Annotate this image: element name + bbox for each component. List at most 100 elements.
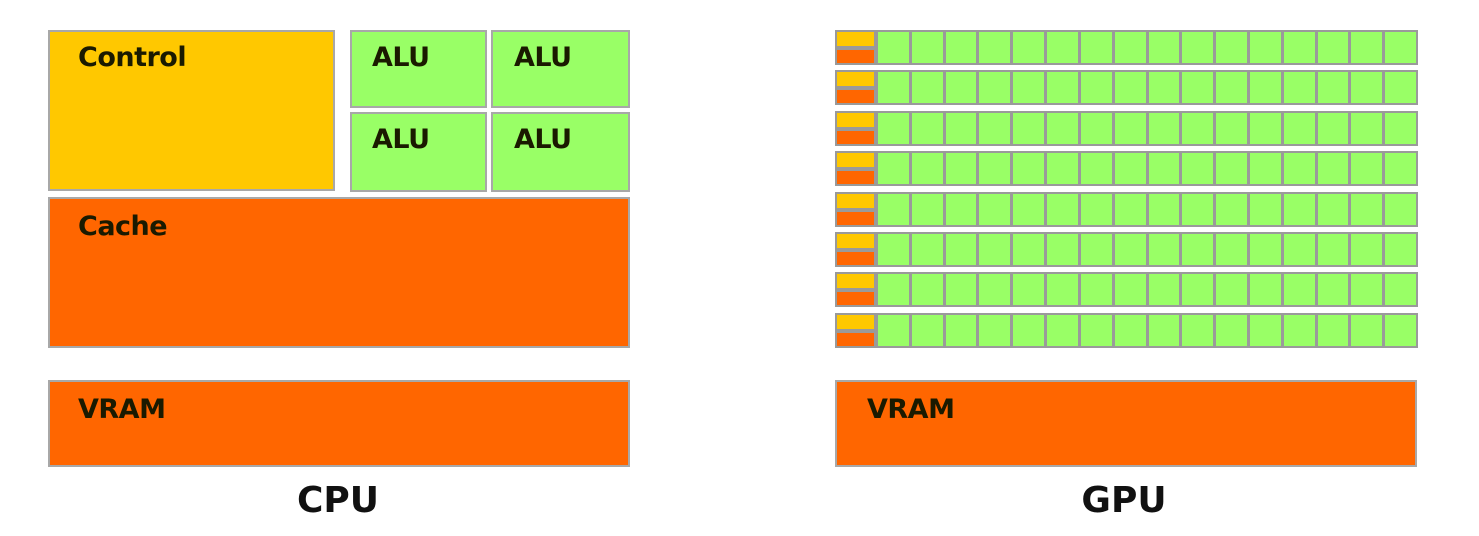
gpu-alu-cell <box>1315 30 1351 65</box>
cpu-cache-block: Cache <box>48 197 630 348</box>
gpu-alu-cell <box>1011 313 1047 348</box>
gpu-alu-cell <box>1146 272 1182 307</box>
gpu-alu-cell <box>943 70 979 105</box>
gpu-caption: GPU <box>1081 480 1167 521</box>
gpu-cache-block <box>835 249 876 267</box>
control-label: Control <box>78 42 187 73</box>
gpu-alu-cell <box>1349 70 1385 105</box>
gpu-alu-cell <box>1078 313 1114 348</box>
gpu-alu-cell <box>977 30 1013 65</box>
gpu-alu-cell <box>1315 272 1351 307</box>
gpu-alu-cell <box>1281 151 1317 186</box>
gpu-alu-cell <box>1315 151 1351 186</box>
gpu-alu-cell <box>909 70 945 105</box>
gpu-alu-cell <box>909 192 945 227</box>
gpu-alu-cell <box>1349 313 1385 348</box>
gpu-cache-block <box>835 87 876 105</box>
gpu-alu-cell <box>1011 30 1047 65</box>
gpu-alu-cell <box>1349 30 1385 65</box>
gpu-vram-block: VRAM <box>835 380 1417 467</box>
gpu-alu-cell <box>943 232 979 267</box>
gpu-alu-cell <box>1214 30 1249 65</box>
gpu-control-block <box>835 272 876 290</box>
gpu-alu-cell <box>876 70 911 105</box>
gpu-alu-cell <box>1214 272 1249 307</box>
gpu-alu-cell <box>1383 232 1418 267</box>
gpu-control-block <box>835 192 876 210</box>
gpu-control-block <box>835 151 876 169</box>
cpu-control-block: Control <box>48 30 335 191</box>
gpu-alu-cell <box>1045 111 1080 146</box>
gpu-alu-cell <box>1146 70 1182 105</box>
gpu-alu-cell <box>909 151 945 186</box>
gpu-alu-cell <box>1214 192 1249 227</box>
alu-label: ALU <box>514 42 572 73</box>
gpu-alu-cell <box>1281 70 1317 105</box>
gpu-alu-cell <box>977 313 1013 348</box>
gpu-alu-cell <box>1146 232 1182 267</box>
vram-label: VRAM <box>78 394 166 425</box>
gpu-alu-cell <box>876 232 911 267</box>
gpu-alu-cell <box>1180 111 1216 146</box>
gpu-alu-cell <box>943 313 979 348</box>
gpu-alu-cell <box>1112 313 1148 348</box>
gpu-alu-cell <box>1045 313 1080 348</box>
gpu-alu-cell <box>1112 272 1148 307</box>
gpu-control-block <box>835 70 876 88</box>
alu-label: ALU <box>372 124 430 155</box>
gpu-control-block <box>835 111 876 129</box>
gpu-alu-cell <box>1180 192 1216 227</box>
gpu-alu-cell <box>1247 272 1283 307</box>
gpu-alu-cell <box>1281 232 1317 267</box>
gpu-alu-cell <box>1045 70 1080 105</box>
vram-label: VRAM <box>867 394 955 425</box>
gpu-alu-cell <box>1349 272 1385 307</box>
gpu-alu-cell <box>1315 313 1351 348</box>
gpu-alu-cell <box>1078 232 1114 267</box>
gpu-cache-block <box>835 330 876 348</box>
gpu-alu-cell <box>1247 30 1283 65</box>
gpu-alu-cell <box>1112 192 1148 227</box>
gpu-alu-cell <box>1078 192 1114 227</box>
gpu-alu-cell <box>1247 313 1283 348</box>
gpu-alu-cell <box>1078 272 1114 307</box>
alu-label: ALU <box>514 124 572 155</box>
cache-label: Cache <box>78 211 168 242</box>
gpu-alu-cell <box>1180 313 1216 348</box>
gpu-cache-block <box>835 47 876 65</box>
gpu-alu-cell <box>1146 30 1182 65</box>
alu-label: ALU <box>372 42 430 73</box>
gpu-alu-cell <box>1180 151 1216 186</box>
gpu-alu-cell <box>1146 151 1182 186</box>
gpu-alu-cell <box>1383 111 1418 146</box>
gpu-alu-cell <box>909 111 945 146</box>
gpu-alu-cell <box>943 272 979 307</box>
gpu-alu-cell <box>1180 232 1216 267</box>
gpu-alu-cell <box>1146 313 1182 348</box>
gpu-alu-cell <box>1045 30 1080 65</box>
gpu-alu-cell <box>909 272 945 307</box>
gpu-alu-cell <box>876 313 911 348</box>
gpu-alu-cell <box>1112 111 1148 146</box>
gpu-alu-cell <box>909 232 945 267</box>
gpu-alu-cell <box>977 272 1013 307</box>
gpu-alu-cell <box>1383 313 1418 348</box>
gpu-alu-cell <box>977 232 1013 267</box>
gpu-alu-cell <box>1247 111 1283 146</box>
gpu-alu-cell <box>1281 111 1317 146</box>
gpu-alu-cell <box>1011 232 1047 267</box>
gpu-alu-cell <box>1247 232 1283 267</box>
gpu-alu-cell <box>1112 30 1148 65</box>
gpu-alu-cell <box>1349 111 1385 146</box>
gpu-control-block <box>835 313 876 331</box>
gpu-alu-cell <box>1011 111 1047 146</box>
gpu-alu-cell <box>1281 313 1317 348</box>
gpu-alu-cell <box>1281 272 1317 307</box>
gpu-alu-cell <box>1315 111 1351 146</box>
gpu-alu-cell <box>1146 111 1182 146</box>
cpu-alu-block: ALU <box>491 112 630 192</box>
gpu-alu-cell <box>876 272 911 307</box>
gpu-alu-cell <box>1383 30 1418 65</box>
gpu-alu-cell <box>1180 70 1216 105</box>
gpu-alu-cell <box>876 151 911 186</box>
